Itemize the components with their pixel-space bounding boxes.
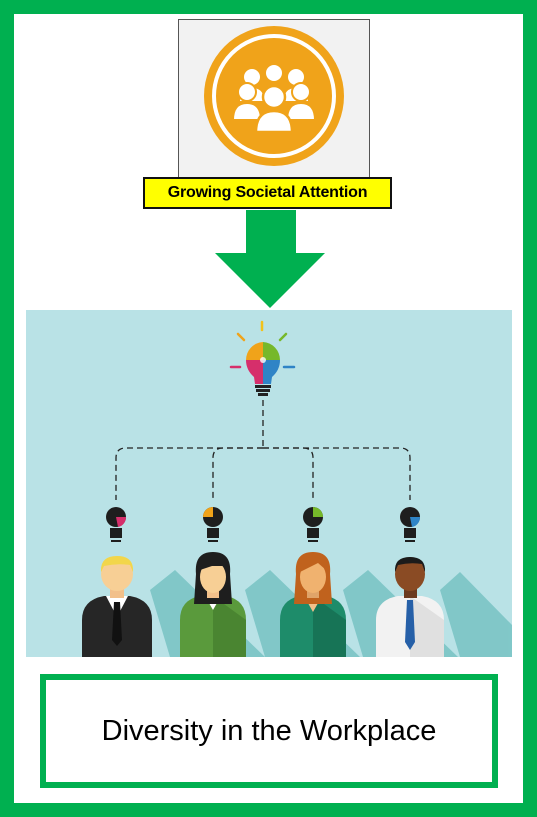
small-bulb-2	[203, 507, 223, 542]
people-group-icon	[204, 26, 344, 166]
person-blond-man	[82, 556, 152, 657]
small-bulb-4	[400, 507, 421, 542]
person-man-white-shirt	[376, 557, 444, 657]
person-redhead-woman	[280, 552, 346, 657]
small-bulb-1	[106, 507, 127, 542]
small-bulb-3	[303, 507, 323, 542]
page-title: Diversity in the Workplace	[40, 674, 498, 788]
person-black-haired-woman	[180, 552, 246, 657]
connector-lines	[115, 400, 411, 500]
diversity-scene	[26, 310, 512, 657]
caption-label: Growing Societal Attention	[143, 177, 392, 209]
down-arrow	[215, 210, 325, 308]
puzzle-lightbulb-icon	[229, 320, 296, 396]
